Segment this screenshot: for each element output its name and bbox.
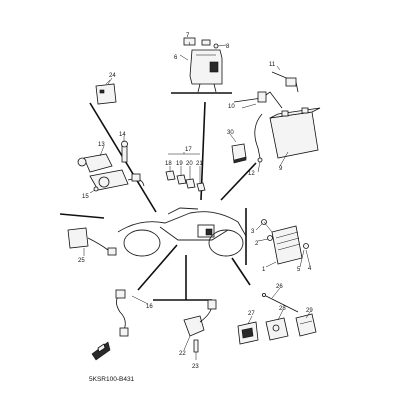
- callout-24: 24: [109, 73, 116, 79]
- callout-17: 17: [185, 147, 192, 153]
- rectifier-regulator: [261, 219, 309, 265]
- callout-21: 21: [196, 161, 203, 167]
- callout-18: 18: [165, 161, 172, 167]
- callout-4: 4: [308, 266, 312, 272]
- callout-9: 9: [279, 166, 283, 172]
- callout-7: 7: [186, 33, 190, 39]
- callout-13: 13: [98, 142, 105, 148]
- callout-28: 28: [279, 306, 286, 312]
- clamp-27: [237, 321, 259, 345]
- lead-wire: [115, 289, 129, 337]
- wire-harness-lead: [233, 71, 299, 109]
- motorcycle-frame-outline: [117, 207, 247, 257]
- callout-10: 10: [228, 104, 235, 110]
- fuse-box: [231, 143, 247, 164]
- cable-band: [261, 292, 299, 313]
- callout-labels: 1 2 3 4 5 6 7 8 9 10 11 12 13 14 15 16 1…: [78, 33, 313, 370]
- callout-20: 20: [186, 161, 193, 167]
- callout-leaders: [83, 41, 311, 360]
- relay-unit: [95, 79, 117, 105]
- callout-25: 25: [78, 258, 85, 264]
- turn-signal-relay: [67, 227, 117, 256]
- callout-6: 6: [174, 55, 178, 61]
- front-arrow-icon: [91, 341, 111, 361]
- callout-3: 3: [251, 229, 255, 235]
- callout-19: 19: [176, 161, 183, 167]
- callout-27: 27: [248, 311, 255, 317]
- callout-12: 12: [248, 171, 255, 177]
- callout-11: 11: [269, 62, 276, 68]
- starter-relay-assembly: [183, 37, 223, 93]
- clamp-29: [295, 313, 317, 337]
- main-switch-assembly: [77, 140, 145, 192]
- section-separators: [59, 92, 257, 301]
- battery: [269, 107, 321, 159]
- callout-14: 14: [119, 132, 126, 138]
- fuse-set: [165, 152, 206, 192]
- battery-lead: [254, 113, 263, 163]
- callout-15: 15: [82, 194, 89, 200]
- callout-26: 26: [276, 284, 283, 290]
- diagram-code: 5KSR100-B431: [89, 376, 135, 383]
- callout-16: 16: [146, 304, 153, 310]
- callout-30: 30: [227, 130, 234, 136]
- callout-29: 29: [306, 308, 313, 314]
- callout-23: 23: [192, 364, 199, 370]
- callout-1: 1: [262, 267, 266, 273]
- callout-22: 22: [179, 351, 186, 357]
- callout-5: 5: [297, 267, 301, 273]
- callout-8: 8: [226, 44, 230, 50]
- speed-sensor: [183, 299, 217, 353]
- clamp-28: [265, 317, 289, 341]
- callout-2: 2: [255, 241, 259, 247]
